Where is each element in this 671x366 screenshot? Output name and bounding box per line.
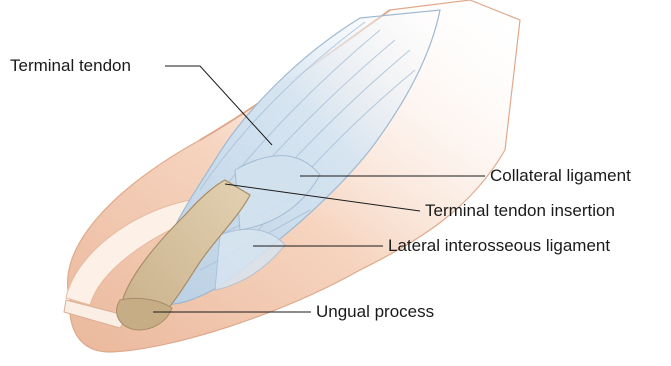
label-terminal-tendon: Terminal tendon (10, 56, 131, 76)
label-ungual-process: Ungual process (316, 302, 434, 322)
label-terminal-tendon-insertion: Terminal tendon insertion (425, 201, 615, 221)
label-lateral-interosseous-ligament: Lateral interosseous ligament (388, 236, 610, 256)
label-collateral-ligament: Collateral ligament (490, 166, 631, 186)
